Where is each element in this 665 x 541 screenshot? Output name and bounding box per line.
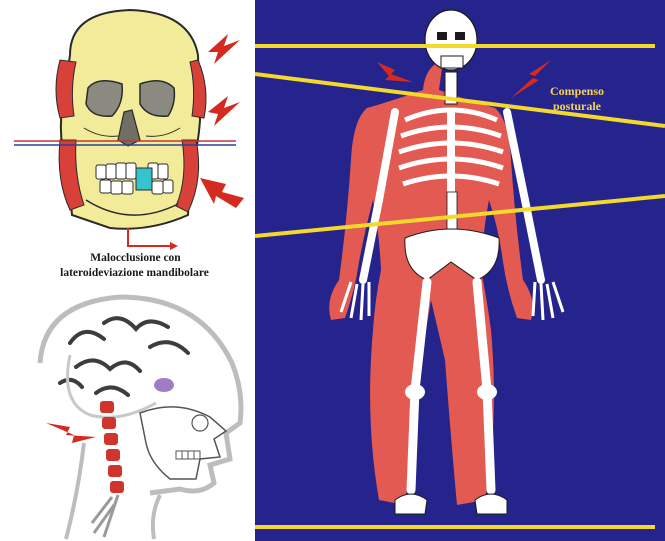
left-knee (405, 384, 425, 400)
postural-caption-line2: posturale (532, 99, 622, 114)
thoracic-vertebrae (92, 495, 118, 537)
head-spine-panel (0, 283, 255, 541)
malocclusion-caption-line1: Malocclusione con (68, 251, 203, 265)
postural-caption-line1: Compenso (532, 84, 622, 99)
body-panel (255, 0, 665, 541)
head-spine-illustration (0, 283, 255, 541)
skeleton-body-illustration (255, 0, 665, 541)
right-knee (477, 384, 497, 400)
lightning-bolt-icon (208, 96, 240, 126)
lightning-bolt-icon (200, 178, 244, 208)
curved-arrow-icon (128, 228, 170, 246)
sternum (447, 112, 455, 192)
right-hand (533, 282, 563, 320)
skull-illustration (0, 0, 255, 283)
hypothalamus-region (154, 378, 174, 392)
lightning-bolt-icon (208, 34, 240, 64)
left-eye-socket (86, 81, 122, 116)
postural-compensation-caption: Compenso posturale (532, 84, 622, 114)
left-foot (395, 494, 427, 514)
skull-panel: Malocclusione con lateroideviazione mand… (0, 0, 255, 283)
right-eye-socket (140, 81, 174, 116)
right-foot (475, 494, 507, 514)
misaligned-tooth-block (136, 168, 152, 190)
lightning-bolt-icon (46, 423, 96, 443)
lightning-bolt-icon (377, 62, 413, 82)
malocclusion-caption-line2: lateroideviazione mandibolare (37, 266, 232, 280)
